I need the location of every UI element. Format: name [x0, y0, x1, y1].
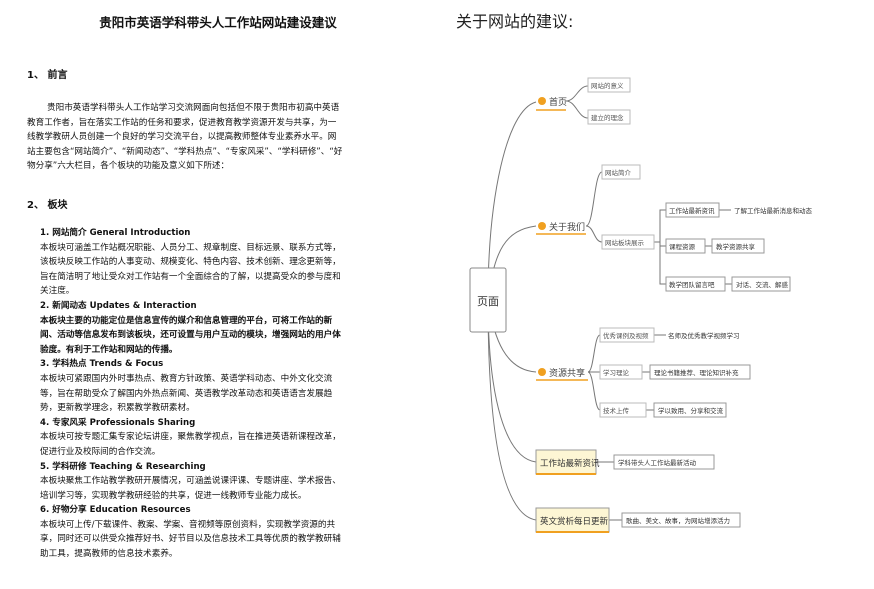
preface-line: 物分享”六大栏目，各个板块的功能及意义如下所述：	[27, 161, 230, 172]
branch-label: 首页	[549, 96, 567, 108]
svg-text:优秀课例及视频: 优秀课例及视频	[603, 331, 649, 340]
svg-text:对话、交流、解惑: 对话、交流、解惑	[736, 280, 789, 289]
document-title: 贵阳市英语学科带头人工作站网站建设建议	[99, 15, 337, 30]
block-line: 关注度。	[40, 286, 75, 297]
svg-text:建立的理念: 建立的理念	[591, 113, 624, 122]
block-line: 本板块可涵盖工作站概况职能、人员分工、规章制度、目标远景、联系方式等，	[40, 242, 341, 253]
block-title: 2. 新闻动态 Updates & Interaction	[40, 300, 197, 311]
block-line: 培训学习等，实现教学教研经验的共享，促进一线教师专业能力成长。	[40, 490, 307, 501]
svg-text:教学团队留言吧: 教学团队留言吧	[669, 280, 715, 289]
svg-text:网站板块展示: 网站板块展示	[605, 238, 645, 247]
bullet-icon	[538, 222, 546, 230]
branch-label: 资源共享	[549, 367, 585, 379]
block-line: 促进行业及校际间的合作交流。	[40, 446, 161, 457]
bullet-icon	[538, 97, 546, 105]
block-line: 本板块聚焦工作站教学教研开展情况，可涵盖说课评课、专题讲座、学术报告、	[40, 476, 341, 487]
root-node	[469, 267, 507, 333]
svg-text:学科带头人工作站最新活动: 学科带头人工作站最新活动	[618, 458, 697, 467]
root-label: 页面	[477, 295, 499, 308]
svg-text:理论书籍推荐、理论知识补充: 理论书籍推荐、理论知识补充	[654, 368, 739, 377]
document-page: 贵阳市英语学科带头人工作站网站建设建议 1、 前言 贵阳市英语学科带头人工作站学…	[0, 0, 436, 589]
svg-text:了解工作站最新消息和动态: 了解工作站最新消息和动态	[734, 206, 813, 215]
section-heading-preface: 1、 前言	[27, 70, 68, 81]
svg-text:歌曲、美文、故事，为网站增添活力: 歌曲、美文、故事，为网站增添活力	[626, 516, 730, 525]
preface-line: 线教学教研人员创建一个良好的学习交流平台，以提高教师整体专业素养水平。网	[27, 132, 337, 143]
connector	[487, 101, 537, 301]
block-line: 等，旨在帮助受众了解国内外热点新闻、英语教学改革动态和英语语言发展趋	[40, 388, 333, 399]
block-title: 6. 好物分享 Education Resources	[40, 505, 191, 516]
preface-line: 教育工作者，旨在落实工作站的任务和要求，促进教育教学资源开发与共享，为一	[27, 117, 337, 128]
bullet-icon	[538, 368, 546, 376]
mindmap-title: 关于网站的建议:	[456, 12, 574, 31]
block-title: 4. 专家风采 Professionals Sharing	[40, 417, 196, 428]
block-line: 验度。有利于工作站和网站的传播。	[40, 344, 178, 355]
preface-line: 站主要包含“网站简介”、“新闻动态”、“学科热点”、“专家风采”、“学科研修”、…	[27, 146, 343, 157]
branch-label: 工作站最新资讯	[540, 458, 600, 469]
preface-paragraph: 贵阳市英语学科带头人工作站学习交流网面向包括但不限于贵阳市初高中英语 教育工作者…	[27, 101, 427, 174]
block-line: 助工具，提高教师的信息技术素养。	[40, 549, 178, 560]
mindmap-diagram: 页面 首页 网站的意义 建立的理念 关于我们 网站简介 网站板块展示 工作站最新…	[469, 77, 813, 533]
svg-text:名师及优秀教学视频学习: 名师及优秀教学视频学习	[668, 331, 740, 340]
preface-line: 贵阳市英语学科带头人工作站学习交流网面向包括但不限于贵阳市初高中英语	[47, 103, 340, 113]
block-title: 5. 学科研修 Teaching & Researching	[40, 461, 206, 472]
block-title: 1. 网站简介 General Introduction	[40, 228, 191, 238]
svg-text:技术上传: 技术上传	[603, 406, 630, 415]
block-title: 3. 学科热点 Trends & Focus	[40, 359, 164, 370]
svg-text:教学资源共享: 教学资源共享	[716, 242, 756, 251]
branch-label: 英文赏析每日更新	[540, 516, 609, 527]
block-line: 势，更新教学理念，积累教学教研素材。	[40, 403, 195, 414]
block-line: 旨在简洁明了地让受众对工作站有一个全面综合的了解，以提高受众的参与度和	[40, 271, 341, 282]
block-line: 本板块可上传/下载课件、教案、学案、音视频等原创资料，实现教学资源的共	[40, 519, 336, 530]
svg-text:课程资源: 课程资源	[669, 242, 696, 251]
svg-text:学以致用、分享和交流: 学以致用、分享和交流	[658, 406, 724, 415]
branch-label: 关于我们	[549, 221, 585, 233]
block-line: 闻、活动等信息发布到该板块，还可设置与用户互动的模块，增强网站的用户体	[40, 330, 341, 341]
block-line: 该板块反映工作站的人事变动、规模变化、特色内容、技术创新、理念更新等，	[40, 257, 341, 268]
svg-text:网站的意义: 网站的意义	[591, 81, 624, 90]
block-line: 本板块主要的功能定位是信息宣传的媒介和信息管理的平台，可将工作站的新	[40, 315, 333, 326]
section-heading-blocks: 2、 板块	[27, 200, 68, 211]
mindmap-panel: 关于网站的建议:	[446, 0, 874, 589]
block-line: 本板块可紧跟国内外时事热点、教育方针政策、英语学科动态、中外文化交流	[40, 373, 333, 384]
svg-text:学习理论: 学习理论	[603, 368, 630, 377]
block-line: 享，同时还可以供受众推荐好书、好节目以及信息技术工具等优质的教学教研辅	[40, 534, 341, 545]
blocks-list: 1. 网站简介 General Introduction 本板块可涵盖工作站概况…	[40, 226, 432, 562]
svg-text:网站简介: 网站简介	[605, 168, 632, 177]
block-line: 本板块可按专题汇集专家论坛讲座，聚焦教学视点，旨在推进英语新课程改革，	[40, 432, 341, 443]
connector	[487, 299, 537, 521]
svg-text:工作站最新资讯: 工作站最新资讯	[669, 206, 715, 215]
